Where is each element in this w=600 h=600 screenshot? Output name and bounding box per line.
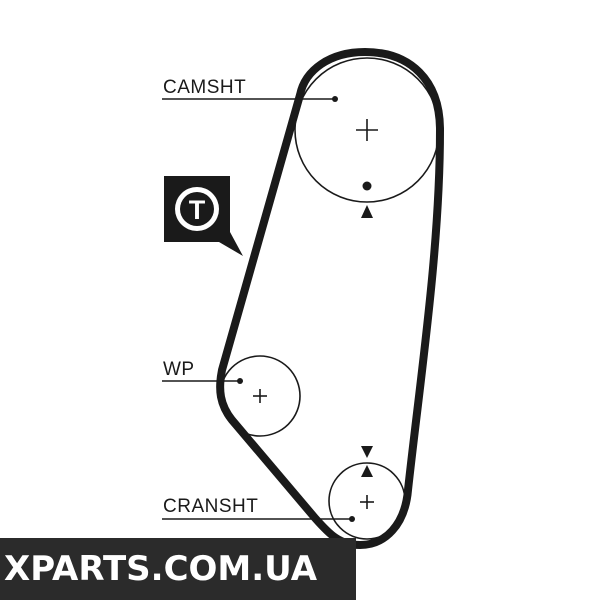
watermark-band	[0, 538, 356, 600]
crankshaft-center-icon	[360, 495, 374, 509]
crankshaft-leader	[162, 516, 355, 522]
crankshaft-timing-mark-up-icon	[361, 465, 373, 477]
timing-belt	[216, 48, 444, 549]
water-pump-pulley	[219, 355, 301, 437]
crankshaft-pulley	[328, 462, 406, 540]
tensioner-callout-icon: T	[164, 176, 243, 256]
water-pump-leader	[162, 378, 243, 384]
camshaft-center-icon	[356, 119, 378, 141]
camshaft-leader	[162, 96, 338, 102]
camshaft-label: CAMSHT	[163, 77, 246, 98]
camshaft-timing-dot-icon	[362, 181, 372, 191]
watermark-text: XPARTS.COM.UA	[4, 549, 318, 589]
crankshaft-label: CRANSHT	[163, 496, 258, 517]
crankshaft-timing-mark-down-icon	[361, 446, 373, 458]
water-pump-label: WP	[163, 359, 195, 380]
water-pump-center-icon	[253, 389, 267, 403]
camshaft-pulley	[294, 57, 440, 203]
tensioner-letter: T	[189, 195, 206, 225]
camshaft-timing-mark-icon	[361, 205, 373, 218]
